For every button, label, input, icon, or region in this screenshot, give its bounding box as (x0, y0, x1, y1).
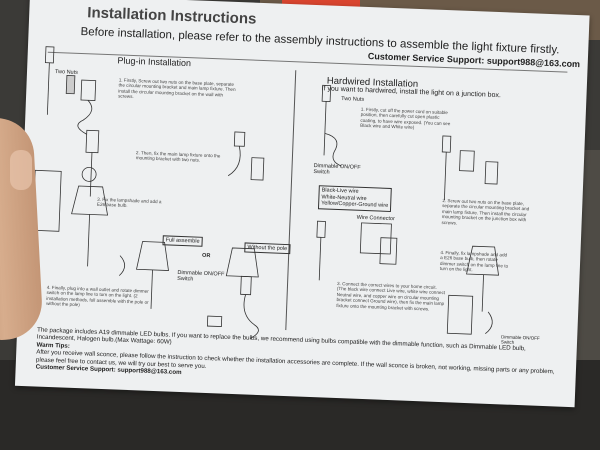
thumbnail-nail (10, 150, 32, 190)
bulb-illustration (44, 46, 55, 64)
instruction-sheet: Installation Instructions Before install… (14, 0, 590, 408)
illustrations (32, 46, 500, 340)
